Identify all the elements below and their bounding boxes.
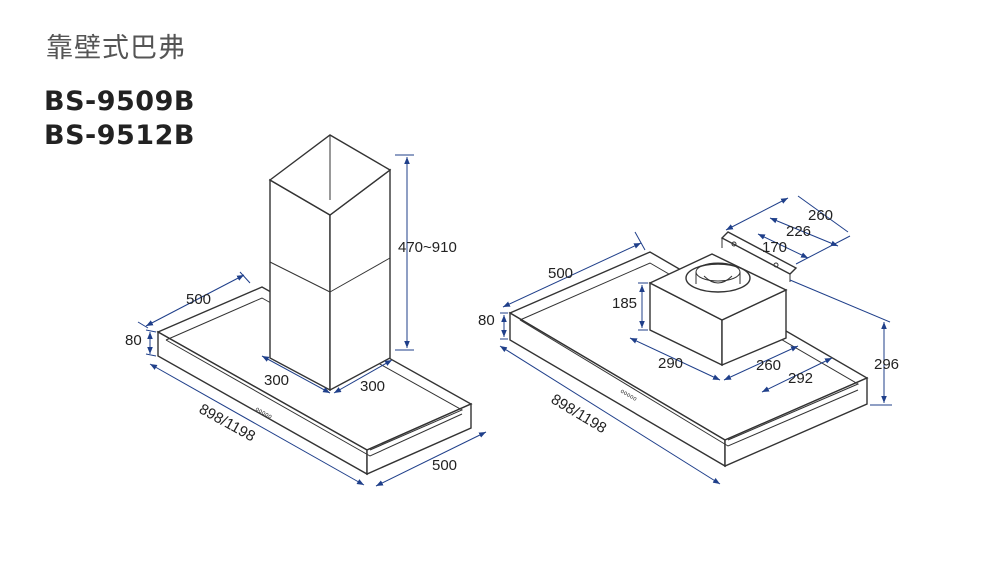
right-dim-motor-height: 185 — [612, 295, 637, 312]
right-dim-motor-offset: 292 — [788, 370, 813, 387]
left-dim-chimney-depth: 300 — [360, 378, 385, 395]
left-dim-base-height: 80 — [125, 332, 142, 349]
left-dim-chimney-height: 470~910 — [398, 239, 457, 256]
right-dim-motor-width: 260 — [756, 357, 781, 374]
left-dim-chimney-width: 300 — [264, 372, 289, 389]
right-exhaust-outlet — [685, 263, 751, 293]
model-number-2: BS-9512B — [44, 120, 195, 151]
left-dim-side-depth: 500 — [432, 457, 457, 474]
left-chimney-front — [269, 178, 331, 392]
left-dim-depth: 500 — [186, 291, 211, 308]
right-dim-bracket-226: 226 — [786, 223, 811, 240]
right-hood-side-face — [724, 376, 868, 468]
page-title: 靠壁式巴弗 — [46, 33, 186, 64]
right-dim-base-height: 80 — [478, 312, 495, 329]
left-dimensions: 470~910 500 80 300 300 898/1198 500 — [125, 154, 487, 487]
model-number-1: BS-9509B — [44, 86, 195, 117]
right-dim-bracket-170: 170 — [762, 239, 787, 256]
right-dim-depth: 500 — [548, 265, 573, 282]
right-dim-width: 898/1198 — [548, 391, 609, 437]
right-dim-bracket-260: 260 — [808, 207, 833, 224]
right-dim-total-height: 296 — [874, 356, 899, 373]
right-dim-motor-depth: 290 — [658, 355, 683, 372]
